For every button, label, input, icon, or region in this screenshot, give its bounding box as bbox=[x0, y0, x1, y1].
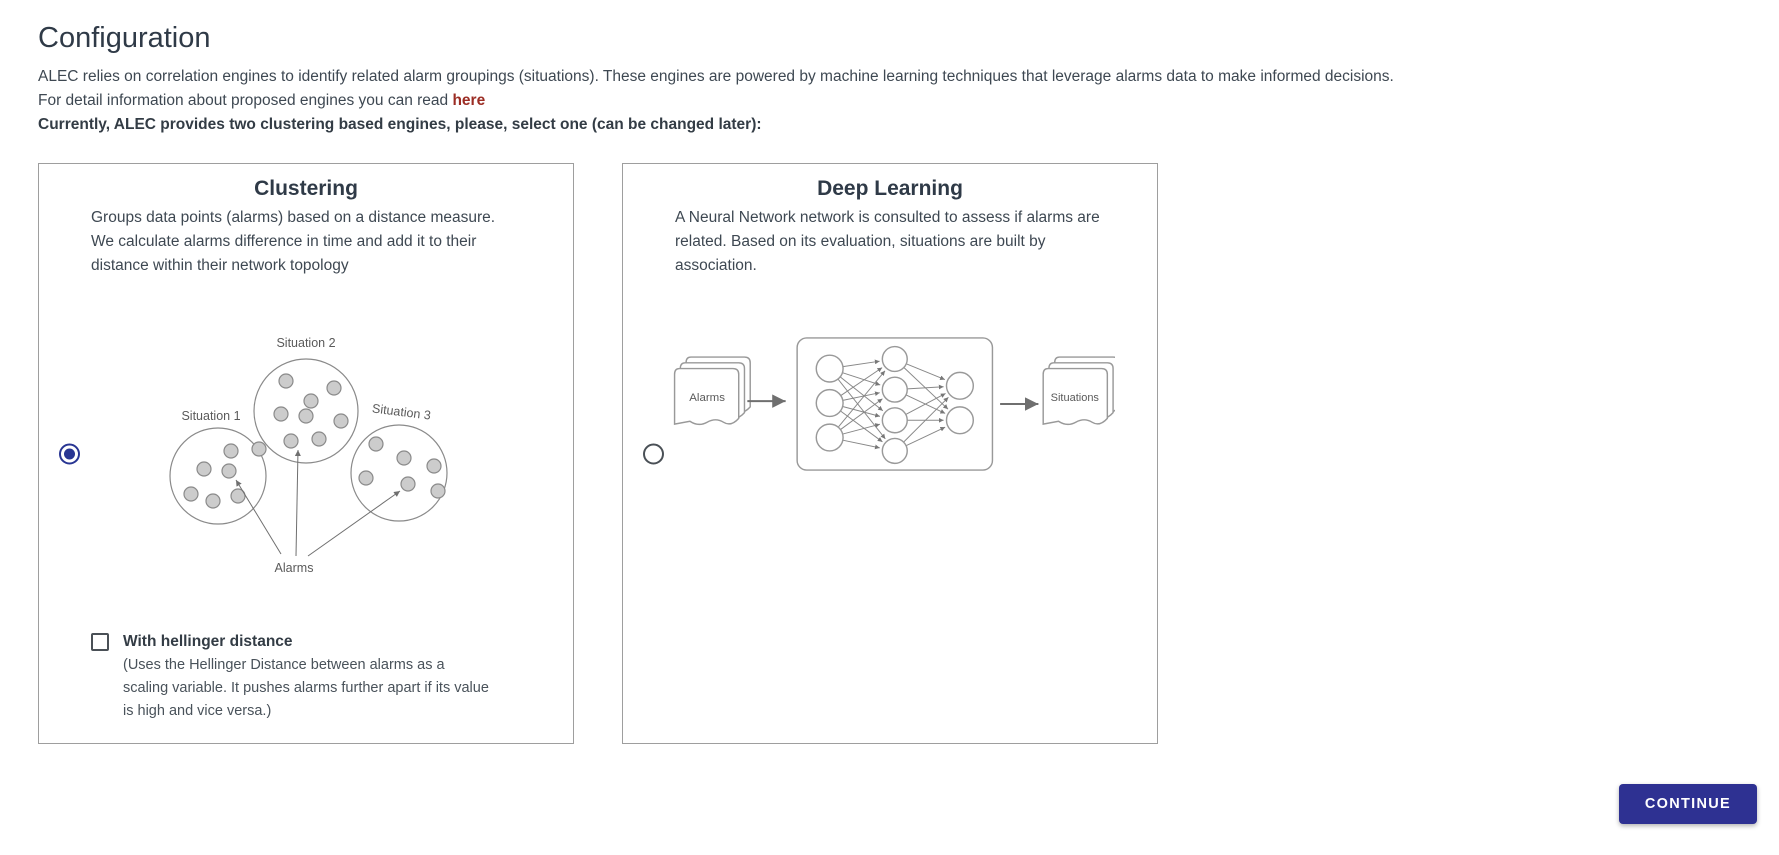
nn-edges-hidden-output bbox=[903, 363, 949, 447]
intro-line-2-text: For detail information about proposed en… bbox=[38, 92, 453, 109]
selection-prompt: Currently, ALEC provides two clustering … bbox=[38, 116, 762, 133]
deep-learning-title: Deep Learning bbox=[817, 177, 963, 200]
clustering-title: Clustering bbox=[254, 177, 358, 200]
hellinger-label[interactable]: With hellinger distance bbox=[123, 633, 293, 650]
clustering-description: Groups data points (alarms) based on a d… bbox=[91, 209, 496, 274]
here-link[interactable]: here bbox=[452, 92, 486, 109]
deep-learning-description: A Neural Network network is consulted to… bbox=[675, 209, 1100, 274]
situation-3-dots bbox=[358, 436, 446, 499]
alarms-doc-stack: Alarms bbox=[673, 356, 751, 426]
deep-learning-radio[interactable] bbox=[643, 443, 664, 464]
situations-doc-stack: Situations bbox=[1042, 356, 1115, 426]
hellinger-note: (Uses the Hellinger Distance between ala… bbox=[123, 657, 489, 719]
situation-2-circle bbox=[253, 358, 359, 464]
situation-3-label: Situation 3 bbox=[371, 401, 431, 422]
nn-nodes bbox=[815, 345, 975, 465]
configuration-page: Configuration ALEC relies on correlation… bbox=[0, 22, 1779, 855]
situation-1-label: Situation 1 bbox=[181, 409, 240, 423]
alarms-stack-label: Alarms bbox=[689, 392, 725, 404]
continue-button[interactable]: CONTINUE bbox=[1618, 784, 1757, 824]
situation-2-label: Situation 2 bbox=[276, 336, 335, 350]
engine-cards: Clustering Groups data points (alarms) b… bbox=[38, 163, 1741, 744]
situation-3-circle bbox=[350, 424, 448, 522]
hellinger-row: With hellinger distance bbox=[91, 633, 511, 651]
hellinger-checkbox[interactable] bbox=[91, 633, 109, 651]
alarm-arrows bbox=[235, 449, 401, 557]
page-title: Configuration bbox=[38, 22, 211, 54]
footer: CONTINUE bbox=[0, 784, 1757, 824]
deep-learning-card[interactable]: Deep Learning A Neural Network network i… bbox=[622, 163, 1158, 744]
hellinger-option: With hellinger distance (Uses the Hellin… bbox=[91, 633, 511, 723]
nn-edges-input-hidden bbox=[837, 359, 886, 450]
alarms-label: Alarms bbox=[275, 561, 314, 575]
clustering-card[interactable]: Clustering Groups data points (alarms) b… bbox=[38, 163, 574, 744]
situations-stack-label: Situations bbox=[1051, 392, 1100, 404]
intro-section: ALEC relies on correlation engines to id… bbox=[0, 65, 1779, 137]
nn-box bbox=[796, 337, 994, 471]
intro-line-2: For detail information about proposed en… bbox=[38, 89, 1741, 113]
situation-1-dots bbox=[183, 441, 267, 509]
deep-learning-diagram: Alarms bbox=[673, 337, 1115, 471]
situation-2-dots bbox=[273, 373, 349, 449]
intro-line-1: ALEC relies on correlation engines to id… bbox=[38, 68, 1394, 85]
clustering-diagram: Situation 2 Situation 1 Situation 3 Alar… bbox=[169, 336, 448, 575]
situation-1-circle bbox=[169, 427, 267, 525]
clustering-radio[interactable] bbox=[59, 443, 80, 464]
